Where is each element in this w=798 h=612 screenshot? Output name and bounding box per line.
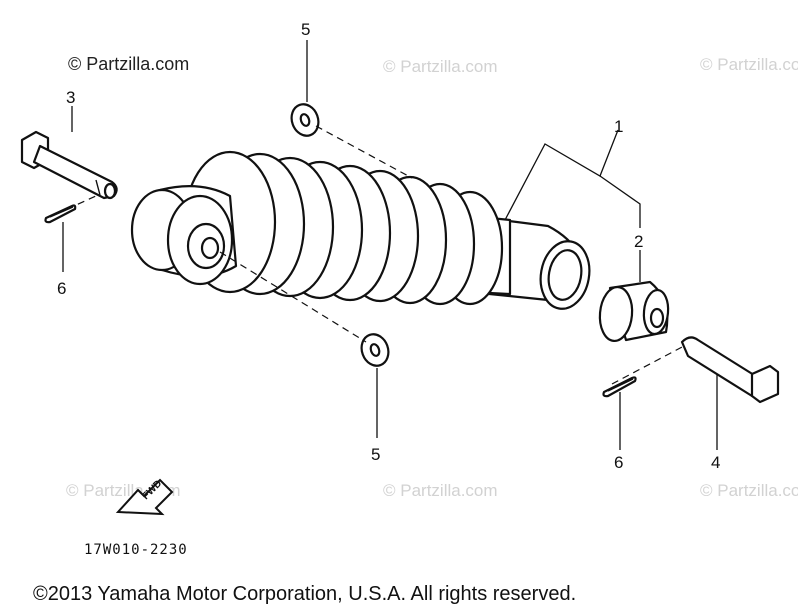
callout-4: 4 <box>711 453 720 472</box>
part-code: 17W010-2230 <box>84 542 188 558</box>
callout-1: 1 <box>614 117 623 136</box>
bushing-part <box>598 280 670 343</box>
callout-2: 2 <box>634 232 643 251</box>
watermark-faint: © Partzilla.com <box>700 55 798 74</box>
callout-3: 3 <box>66 88 75 107</box>
bolt-lower-part <box>680 336 780 404</box>
callout-5-bottom: 5 <box>371 445 380 464</box>
cotter-pin-right-part <box>602 376 637 398</box>
watermark-main: © Partzilla.com <box>68 54 189 74</box>
assembly-lines <box>55 125 685 385</box>
leader-lines <box>62 40 718 450</box>
callout-6-right: 6 <box>614 453 623 472</box>
bolt-upper-part <box>20 130 118 200</box>
washer-top-part <box>290 103 320 137</box>
callout-6-left: 6 <box>57 279 66 298</box>
copyright-notice: ©2013 Yamaha Motor Corporation, U.S.A. A… <box>33 583 576 605</box>
watermark-faint: © Partzilla.com <box>383 481 498 500</box>
watermark-faint: © Partzilla.com <box>383 57 498 76</box>
callout-5-top: 5 <box>301 20 310 39</box>
watermark-faint: © Partzilla.com <box>700 481 798 500</box>
washer-bottom-part <box>360 333 390 367</box>
shock-absorber-part <box>130 150 591 310</box>
